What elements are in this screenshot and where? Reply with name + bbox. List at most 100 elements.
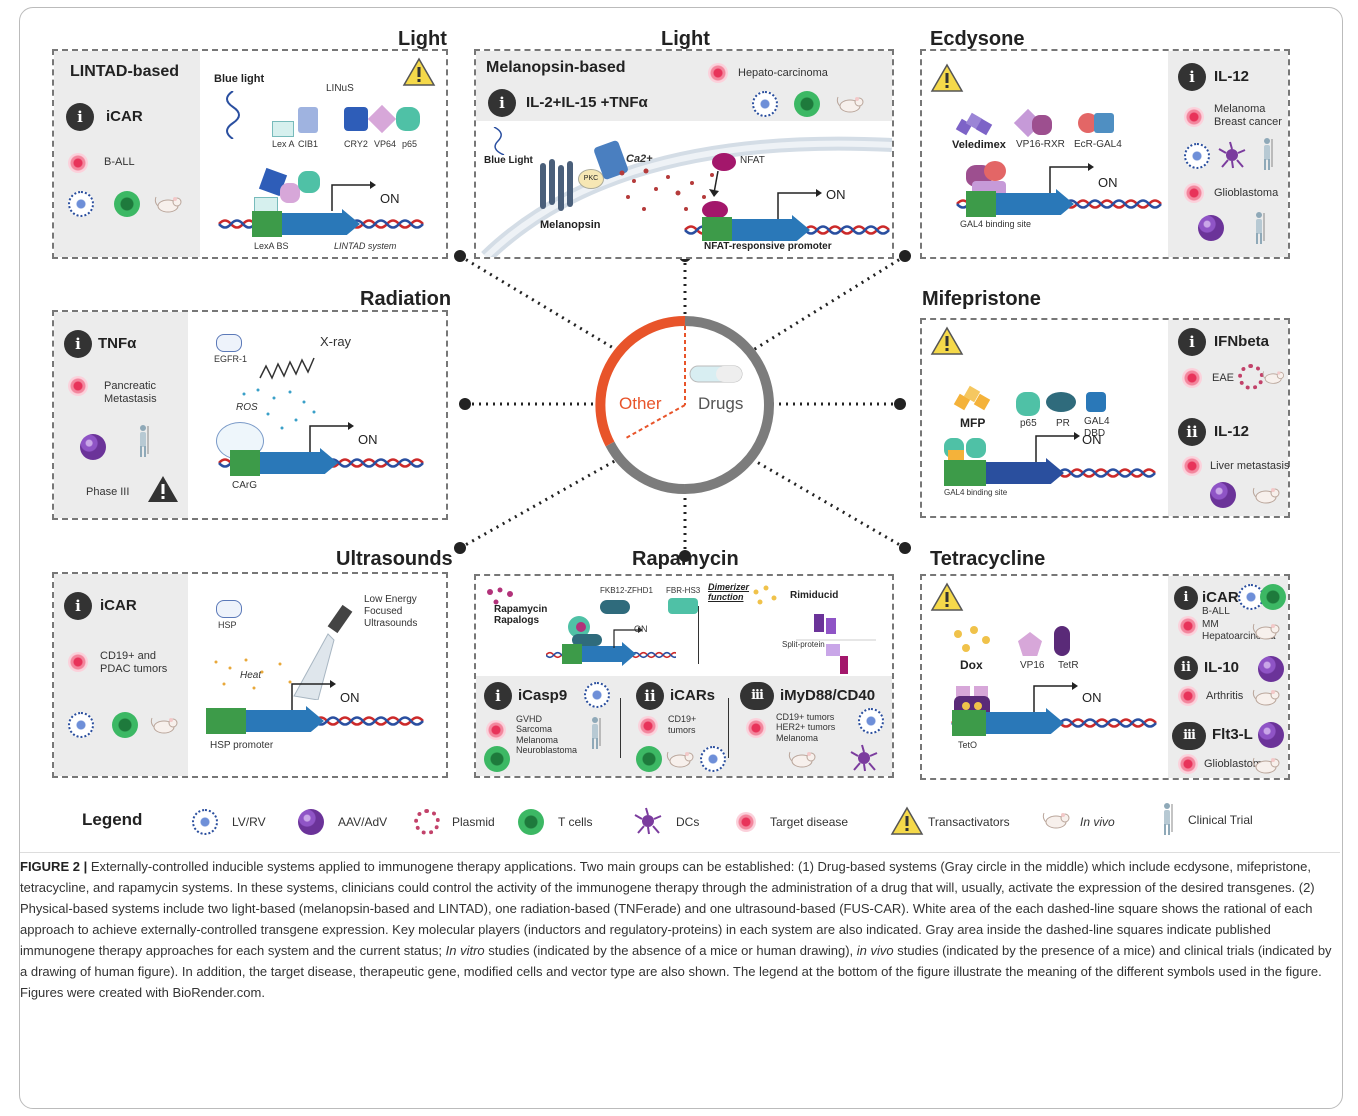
rapamycin-panel: Rapamycin Rapalogs FKB12-ZFHD1 FBR-HS3 D… bbox=[474, 574, 894, 778]
pr-icon bbox=[1046, 392, 1076, 412]
melanopsin-subtitle: Melanopsin-based bbox=[486, 59, 626, 76]
blue-light-wave-icon bbox=[226, 91, 240, 139]
melanopsin-promoter: NFAT-responsive promoter bbox=[704, 241, 832, 252]
target-disease-icon bbox=[68, 652, 88, 672]
tetracycline-dox: Dox bbox=[960, 658, 983, 672]
mifepristone-on: ON bbox=[1082, 432, 1102, 447]
tetracycline-g2-number: ii bbox=[1174, 656, 1198, 680]
vp16-icon bbox=[1018, 632, 1042, 656]
rapamycin-split: Split-protein bbox=[782, 640, 825, 649]
mifepristone-disease1: EAE bbox=[1212, 372, 1235, 384]
tetracycline-g3-number: iii bbox=[1172, 722, 1206, 750]
tetracycline-g1: iCAR bbox=[1202, 589, 1239, 606]
gal4-icon bbox=[1086, 392, 1106, 412]
clinical-trial-icon bbox=[1260, 137, 1274, 171]
teto-block bbox=[952, 710, 986, 736]
lintad-subtitle: LINTAD-based bbox=[70, 63, 180, 80]
egfr-icon bbox=[216, 334, 242, 352]
melanopsin-on: ON bbox=[826, 187, 846, 202]
mifepristone-disease2: Liver metastasis bbox=[1210, 460, 1290, 472]
lintad-promoter-arrow bbox=[282, 209, 360, 235]
legend-target-disease: Target disease bbox=[770, 815, 849, 829]
target-disease-icon bbox=[68, 153, 88, 173]
lexa-protein-icon bbox=[272, 121, 294, 137]
tetracycline-panel: Dox VP16 TetR ON TetO i iCAR B-ALL MM He… bbox=[920, 574, 1290, 780]
dcs-icon bbox=[850, 744, 878, 772]
lintad-lexa: Lex A bbox=[272, 139, 295, 149]
caption-text-3: studies (indicated by the presence of a … bbox=[20, 943, 1332, 1000]
lintad-cry2: CRY2 bbox=[344, 139, 368, 149]
ecdysone-disease2: Glioblastoma bbox=[1214, 187, 1279, 199]
melanopsin-title: Light bbox=[661, 28, 710, 50]
ultrasounds-disease: CD19+ and PDAC tumors bbox=[100, 650, 168, 676]
ecdysone-gene-number: i bbox=[1178, 63, 1206, 91]
radiation-carg: CArG bbox=[232, 480, 257, 491]
hsp-icon bbox=[216, 600, 242, 618]
ultrasounds-title: Ultrasounds bbox=[336, 548, 453, 570]
legend: Legend LV/RV AAV/AdV Plasmid T cells DCs… bbox=[0, 800, 1358, 844]
heat-dots bbox=[214, 658, 292, 690]
target-disease-icon bbox=[68, 376, 88, 396]
cry2-protein-icon bbox=[344, 107, 368, 131]
in-vivo-mouse-icon bbox=[1252, 686, 1282, 708]
tetracycline-g1-disease: B-ALL MM Hepatoarcinoma bbox=[1202, 606, 1276, 642]
t-cells-icon bbox=[114, 191, 140, 217]
rapamycin-rapalogs: Rapamycin Rapalogs bbox=[494, 604, 548, 626]
melanopsin-gene: IL-2+IL-15 +TNFα bbox=[526, 94, 648, 111]
carg-block bbox=[230, 450, 260, 476]
lintad-on-arrow bbox=[331, 181, 376, 211]
in-vivo-mouse-icon bbox=[1042, 809, 1072, 831]
ecdysone-ecr: EcR-GAL4 bbox=[1074, 139, 1122, 150]
melanopsin-panel: Melanopsin-based Hepato-carcinoma i IL-2… bbox=[474, 49, 894, 259]
lintad-title: Light bbox=[398, 28, 447, 50]
caption-italic-2: in vivo bbox=[856, 943, 894, 958]
rapamycin-g1-number: i bbox=[484, 682, 512, 710]
target-disease-icon bbox=[708, 63, 728, 83]
target-disease-icon bbox=[1182, 368, 1202, 388]
radiation-phase: Phase III bbox=[86, 486, 130, 498]
tetracycline-tetr: TetR bbox=[1058, 660, 1079, 671]
aav-adv-icon bbox=[1258, 656, 1284, 682]
figure-caption: FIGURE 2 | Externally-controlled inducib… bbox=[20, 856, 1338, 1003]
transactivators-icon bbox=[402, 57, 436, 87]
rapamycin-site-block bbox=[562, 644, 582, 664]
mifepristone-site-block bbox=[944, 460, 986, 486]
caption-label: FIGURE 2 | bbox=[20, 859, 88, 874]
lintad-lexa-bs: LexA BS bbox=[254, 241, 289, 251]
target-disease-icon bbox=[1178, 754, 1198, 774]
target-disease-icon bbox=[638, 716, 658, 736]
lintad-gene: iCAR bbox=[106, 108, 143, 125]
rapamycin-g3-disease: CD19+ tumors HER2+ tumors Melanoma bbox=[776, 712, 836, 743]
t-cells-icon bbox=[1260, 584, 1286, 610]
in-vivo-mouse-icon bbox=[1252, 484, 1282, 506]
aav-adv-icon bbox=[80, 434, 106, 460]
rapamycin-g3: iMyD88/CD40 bbox=[780, 687, 876, 704]
rapamycin-g1-disease: GVHD Sarcoma Melanoma Neuroblastoma bbox=[516, 714, 578, 756]
transactivators-icon bbox=[146, 474, 180, 504]
radiation-on: ON bbox=[358, 432, 378, 447]
ultrasounds-gene-number: i bbox=[64, 592, 92, 620]
rapamycin-g3-number: iii bbox=[740, 682, 774, 710]
radiation-disease: Pancreatic Metastasis bbox=[104, 380, 157, 406]
fbr-icon bbox=[668, 598, 698, 614]
mifepristone-on-arrow bbox=[1035, 432, 1080, 462]
cib1-protein-icon bbox=[298, 107, 318, 133]
clinical-trial-icon bbox=[136, 424, 150, 458]
caption-italic-1: In vitro bbox=[445, 943, 485, 958]
p65-protein-icon bbox=[396, 107, 420, 131]
radiation-title: Radiation bbox=[360, 288, 452, 310]
target-disease-icon bbox=[1184, 183, 1204, 203]
fkb-icon bbox=[600, 600, 630, 614]
lintad-lexa-bs-block bbox=[252, 211, 282, 237]
dcs-icon bbox=[634, 807, 662, 835]
rapamycin-complex bbox=[568, 616, 602, 646]
melanopsin-disease: Hepato-carcinoma bbox=[738, 67, 828, 79]
ecdysone-panel: Veledimex VP16-RXR EcR-GAL4 ON GAL4 bind… bbox=[920, 49, 1290, 259]
lintad-gene-number: i bbox=[66, 103, 94, 131]
caption-divider bbox=[20, 852, 1340, 853]
ultrasounds-promoter-arrow bbox=[246, 706, 324, 732]
rapamycin-g1: iCasp9 bbox=[518, 687, 568, 704]
ecdysone-on-arrow bbox=[1049, 163, 1094, 193]
rapamycin-promoter-arrow bbox=[582, 642, 636, 666]
ecdysone-on: ON bbox=[1098, 175, 1118, 190]
